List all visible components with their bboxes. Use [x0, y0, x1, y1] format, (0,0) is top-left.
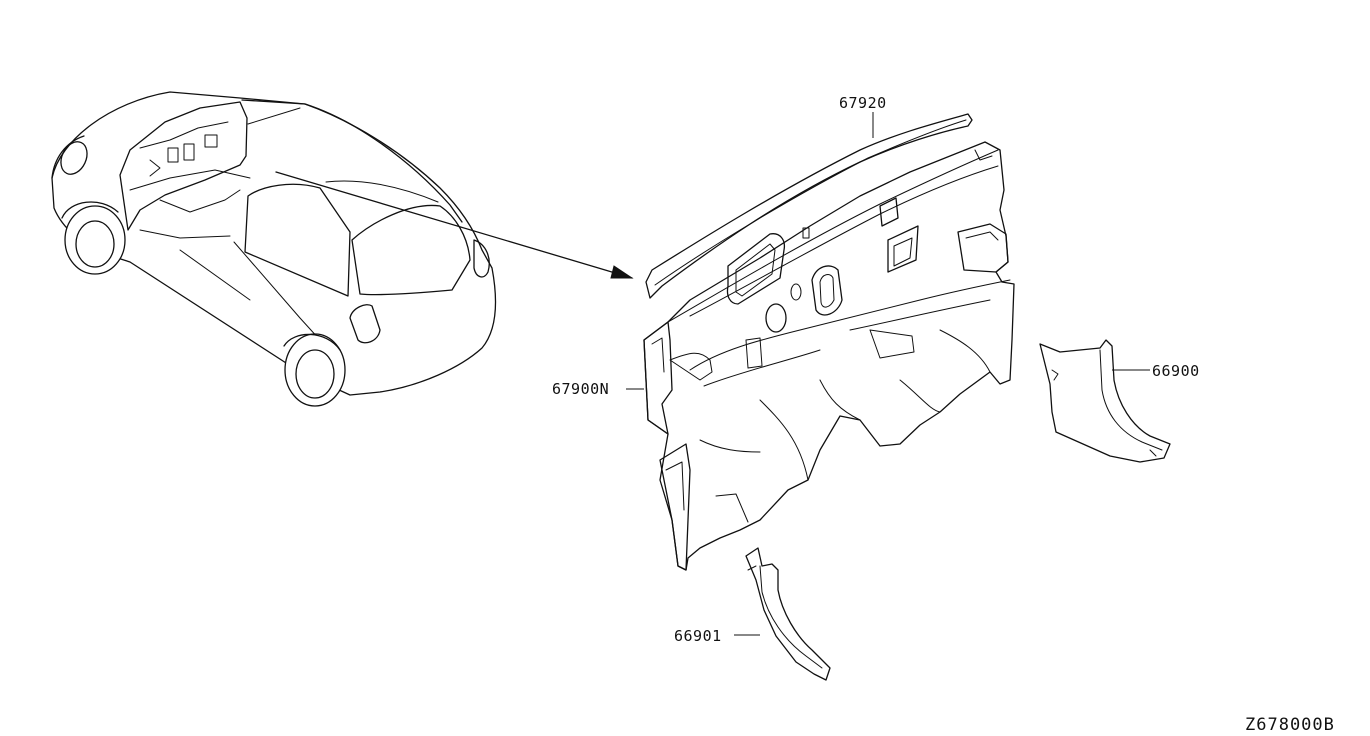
part-66900-trim [1039, 339, 1171, 463]
callout-66900: 66900 [1152, 362, 1200, 380]
callout-67920: 67920 [839, 94, 887, 112]
part-66901-trim [745, 547, 831, 681]
callout-67900N: 67900N [552, 380, 609, 398]
callout-66901: 66901 [674, 627, 722, 645]
part-67900N-dash-insulator [643, 141, 1015, 571]
callout-leaders [626, 112, 1150, 636]
diagram-code: Z678000B [1245, 715, 1335, 735]
part-67920-strip [645, 113, 973, 299]
location-arrow [275, 171, 634, 279]
vehicle-overview-illustration [51, 91, 497, 407]
